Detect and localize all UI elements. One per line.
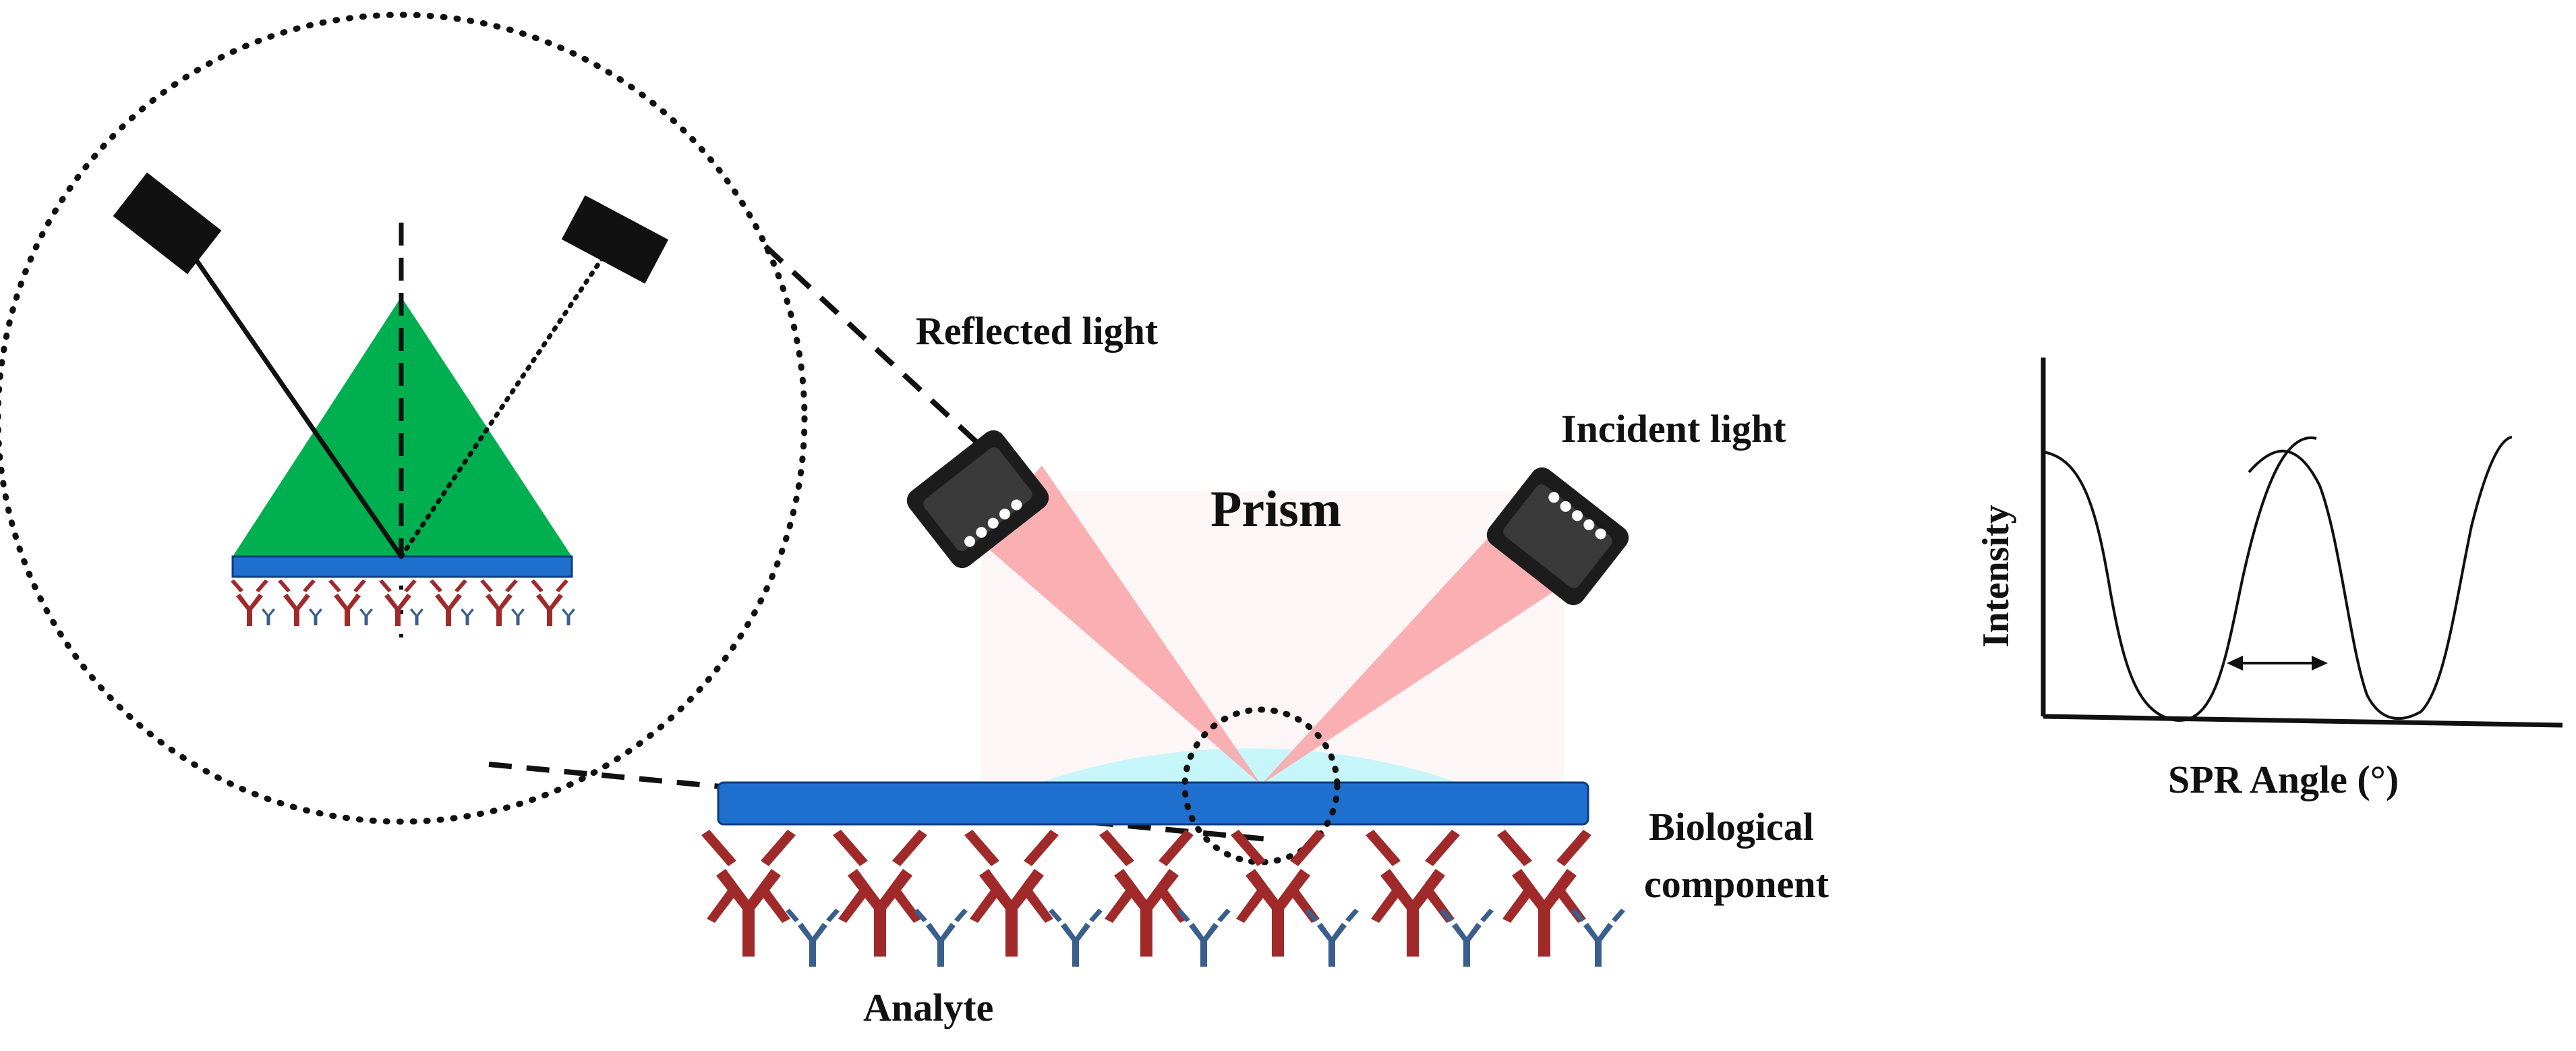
arrow-head-left bbox=[2227, 656, 2243, 671]
analyte bbox=[914, 909, 968, 967]
inset-incident-beam bbox=[180, 238, 403, 558]
prism-label: Prism bbox=[1210, 481, 1341, 538]
antibody bbox=[833, 830, 927, 957]
inset-reflected-beam bbox=[399, 254, 606, 559]
spr-setup bbox=[701, 430, 1629, 967]
analyte bbox=[1049, 909, 1103, 967]
prism-dome bbox=[1035, 748, 1463, 785]
incident-light-source-icon bbox=[1486, 467, 1629, 606]
analyte bbox=[1305, 909, 1359, 967]
inset-source-icon bbox=[113, 172, 222, 275]
antibody bbox=[1497, 830, 1591, 957]
arrow-head-right bbox=[2312, 656, 2328, 671]
biological-component-label-line1: Biological bbox=[1649, 805, 1814, 849]
spr-curve-plot bbox=[2041, 358, 2563, 728]
antibody bbox=[1366, 830, 1460, 957]
y-axis-label: Intensity bbox=[1975, 505, 2017, 648]
antibody bbox=[964, 830, 1059, 957]
reflected-beam bbox=[978, 465, 1261, 785]
curve-before-binding bbox=[2043, 436, 2317, 722]
antibody-row bbox=[701, 830, 1591, 957]
zoom-circle bbox=[0, 11, 808, 825]
inset-prism-triangle bbox=[233, 297, 572, 557]
sensor-chip bbox=[717, 781, 1589, 826]
antibody bbox=[701, 830, 796, 957]
curve-after-binding bbox=[2248, 436, 2513, 720]
reflected-light-detector-icon bbox=[906, 430, 1049, 569]
antibody bbox=[1231, 830, 1325, 957]
analyte bbox=[1571, 909, 1625, 967]
inset-sensor-strip bbox=[231, 555, 573, 578]
analyte bbox=[1177, 909, 1231, 967]
x-axis bbox=[2043, 714, 2563, 728]
analyte-label: Analyte bbox=[863, 986, 993, 1029]
biological-component-label-line2: component bbox=[1644, 862, 1829, 906]
analyte bbox=[786, 909, 840, 967]
antibody bbox=[1099, 830, 1194, 957]
x-axis-label: SPR Angle (°) bbox=[2168, 758, 2399, 801]
zoom-inset bbox=[0, 11, 808, 825]
incident-beam bbox=[1261, 503, 1581, 785]
analyte bbox=[1440, 909, 1494, 967]
inset-detector-icon bbox=[561, 195, 669, 284]
reflected-light-label: Reflected light bbox=[916, 309, 1159, 353]
incident-light-label: Incident light bbox=[1561, 407, 1786, 451]
